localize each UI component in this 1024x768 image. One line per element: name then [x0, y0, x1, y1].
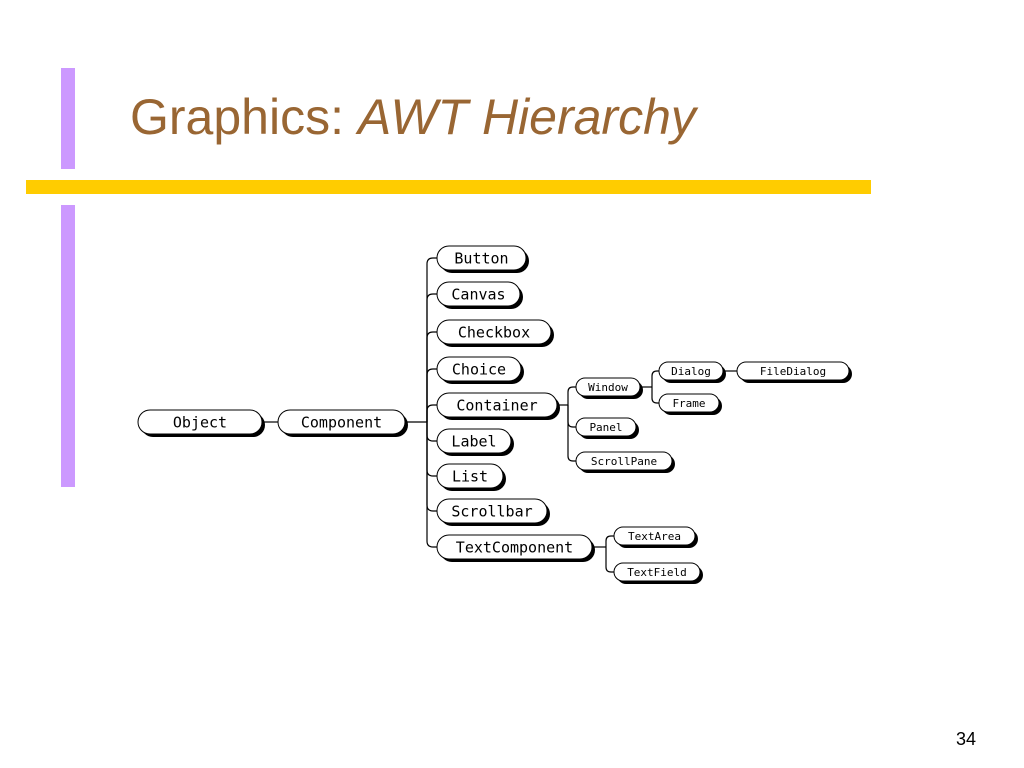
node-object: Object [137, 409, 265, 437]
node-box [436, 428, 512, 454]
node-component: Component [277, 409, 408, 437]
node-label: Canvas [451, 285, 505, 303]
accent-bar-side [61, 205, 75, 487]
connector-line [426, 257, 437, 422]
node-box [658, 393, 720, 413]
node-scrollpane: ScrollPane [575, 451, 675, 473]
node-list: List [436, 463, 506, 491]
node-box [436, 534, 593, 560]
connector-line [426, 422, 437, 477]
connector-line [567, 405, 576, 428]
node-box [436, 281, 521, 307]
node-box [436, 356, 522, 382]
title-emphasis: AWT Hierarchy [357, 89, 696, 145]
node-textarea: TextArea [613, 526, 698, 548]
connector-line [426, 422, 437, 548]
connector-line [651, 387, 659, 404]
node-box [575, 417, 637, 437]
node-label: Component [301, 413, 382, 431]
node-box [436, 498, 548, 524]
node-box [436, 319, 552, 345]
node-box [658, 361, 724, 381]
connector-line [605, 535, 614, 547]
node-label: TextField [627, 566, 687, 579]
node-label: Object [173, 413, 227, 431]
node-choice: Choice [436, 356, 524, 384]
node-scrollbar: Scrollbar [436, 498, 550, 526]
connector-line [605, 547, 614, 573]
node-box [436, 463, 504, 489]
node-box [436, 245, 527, 271]
node-label: Scrollbar [451, 502, 532, 520]
title-prefix: Graphics: [130, 89, 344, 145]
node-label: Label [436, 428, 514, 456]
node-box [736, 361, 850, 381]
node-box [575, 377, 641, 397]
connector-line [426, 422, 437, 442]
node-filedialog: FileDialog [736, 361, 852, 383]
accent-bar-top [61, 68, 75, 169]
node-label: Dialog [671, 365, 711, 378]
node-label: Checkbox [458, 323, 530, 341]
connector-line [426, 404, 437, 422]
node-label: Frame [672, 397, 705, 410]
connector-line [426, 422, 437, 512]
node-panel: Panel [575, 417, 639, 439]
node-label: TextComponent [456, 538, 573, 556]
node-label: Panel [589, 421, 622, 434]
node-button: Button [436, 245, 529, 273]
connector-line [426, 331, 437, 422]
node-label: FileDialog [760, 365, 826, 378]
connector-line [567, 405, 576, 462]
slide-number: 34 [955, 729, 976, 749]
node-box [137, 409, 263, 435]
slide-title: Graphics: AWT Hierarchy [130, 92, 696, 142]
connector-line [651, 370, 659, 387]
connector-line [567, 386, 576, 405]
node-label: ScrollPane [591, 455, 657, 468]
node-label: Label [451, 432, 496, 450]
node-textfield: TextField [613, 562, 703, 584]
node-checkbox: Checkbox [436, 319, 554, 347]
node-box [613, 526, 696, 546]
node-box [575, 451, 673, 471]
node-label: TextArea [628, 530, 681, 543]
node-label: Container [456, 396, 537, 414]
node-canvas: Canvas [436, 281, 523, 309]
node-box [436, 392, 558, 418]
node-box [277, 409, 406, 435]
node-textcomponent: TextComponent [436, 534, 595, 562]
node-label: Choice [452, 360, 506, 378]
node-container: Container [436, 392, 560, 420]
node-label: Button [454, 249, 508, 267]
node-window: Window [575, 377, 643, 399]
node-label: List [452, 467, 488, 485]
node-box [613, 562, 701, 582]
connector-line [426, 293, 437, 422]
connector-line [426, 368, 437, 422]
title-underline-bar [26, 180, 871, 194]
node-label: Window [588, 381, 628, 394]
node-dialog: Dialog [658, 361, 726, 383]
node-frame: Frame [658, 393, 722, 415]
